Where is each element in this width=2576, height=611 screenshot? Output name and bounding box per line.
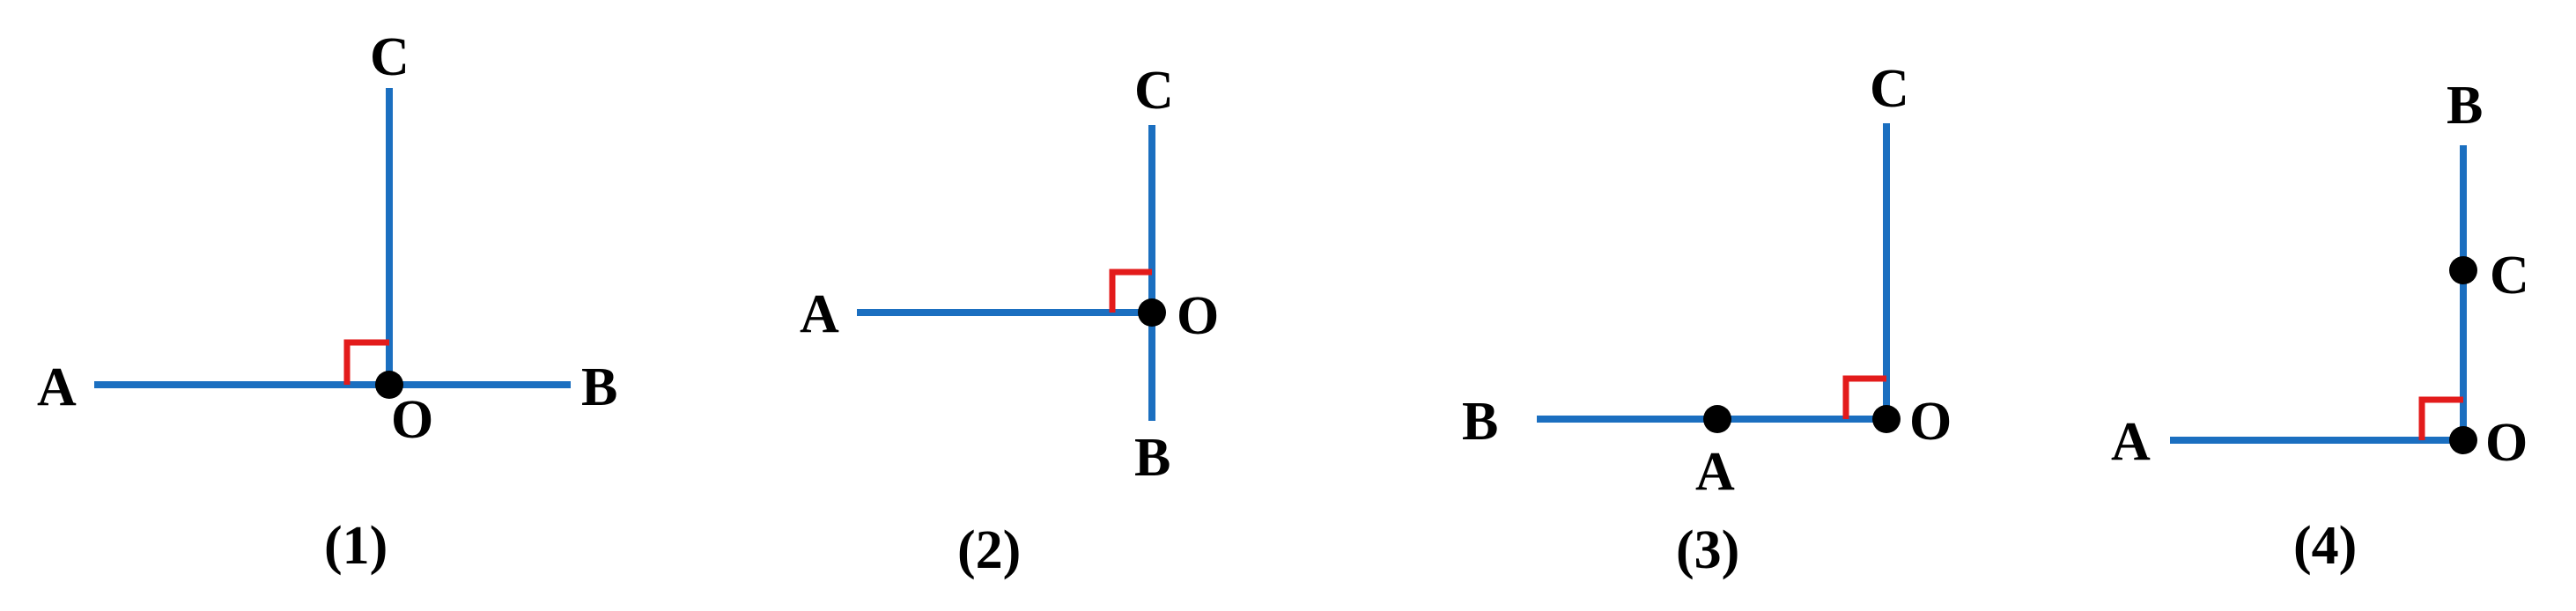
label-a: A [2111, 412, 2151, 472]
right-angle-mark [1109, 269, 1152, 313]
figure-caption: (4) [2293, 516, 2357, 576]
label-b: B [1462, 392, 1498, 452]
figure-caption: (3) [1676, 520, 1739, 580]
figure-caption: (2) [957, 520, 1021, 580]
right-angle-mark [2418, 396, 2463, 440]
point-o [375, 371, 403, 399]
label-b: B [1134, 428, 1170, 488]
label-c: C [370, 27, 410, 87]
right-angle-mark [1842, 375, 1886, 419]
point-a [1703, 405, 1731, 433]
point-o [1138, 298, 1166, 327]
figure-caption: (1) [324, 516, 388, 576]
label-o: O [1177, 286, 1219, 346]
label-c: C [1134, 61, 1174, 121]
point-c [2449, 256, 2477, 284]
point-o [2449, 426, 2477, 454]
right-angle-mark [343, 339, 389, 385]
figure-4: A B C O (4) [2111, 76, 2529, 576]
label-o: O [1909, 392, 1952, 452]
label-c: C [2490, 246, 2529, 306]
figure-1: A B C O (1) [37, 27, 617, 576]
label-o: O [391, 390, 433, 450]
label-c: C [1870, 59, 1909, 119]
point-o [1872, 405, 1901, 433]
label-b: B [581, 357, 617, 417]
label-o: O [2485, 413, 2528, 473]
label-a: A [800, 284, 839, 344]
label-a: A [37, 357, 77, 417]
figure-3: B A C O (3) [1462, 59, 1952, 580]
label-b: B [2447, 76, 2483, 136]
figure-2: A B C O (2) [800, 61, 1219, 580]
label-a: A [1695, 442, 1735, 502]
